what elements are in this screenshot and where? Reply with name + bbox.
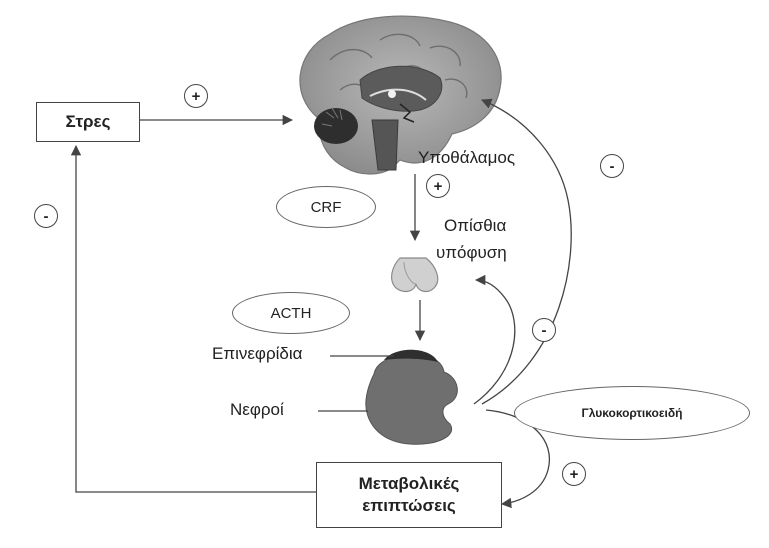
acth-hormone: ACTH: [232, 292, 350, 334]
pituitary-label-line1: Οπίσθια: [444, 216, 507, 235]
pituitary-gland: [391, 257, 439, 293]
stress-label: Στρες: [65, 112, 111, 131]
metabolic-label-line2: επιπτώσεις: [362, 496, 456, 515]
feedback-to-brain-arrow: [481, 98, 572, 405]
adrenals-label: Επινεφρίδια: [212, 344, 303, 363]
glucocorticoids-hormone: Γλυκοκορτικοειδή: [514, 386, 750, 440]
crf-label: CRF: [310, 198, 342, 216]
metabolic-effects-box: Μεταβολικές επιπτώσεις: [316, 462, 502, 528]
adrenal-kidney: [365, 349, 458, 445]
feedback-to-pituitary-sign: -: [532, 318, 556, 342]
hypothalamus-to-pituitary-sign: +: [426, 174, 450, 198]
crf-hormone: CRF: [276, 186, 376, 228]
feedback-to-pituitary-arrow: [473, 274, 516, 405]
metabolic-to-stress-arrow: [70, 144, 316, 493]
to-metabolic-sign: +: [562, 462, 586, 486]
brain-illustration: [299, 15, 502, 175]
acth-label: ACTH: [270, 304, 312, 322]
stress-box: Στρες: [36, 102, 140, 142]
kidneys-label: Νεφροί: [230, 400, 284, 419]
hypothalamus-label: Υποθάλαμος: [418, 148, 516, 167]
feedback-to-stress-sign: -: [34, 204, 58, 228]
feedback-to-brain-sign: -: [600, 154, 624, 178]
pituitary-label-line2: υπόφυση: [436, 243, 507, 262]
metabolic-label-line1: Μεταβολικές: [358, 473, 460, 493]
stress-to-brain-sign: +: [184, 84, 208, 108]
glucocorticoids-label: Γλυκοκορτικοειδή: [581, 406, 683, 420]
